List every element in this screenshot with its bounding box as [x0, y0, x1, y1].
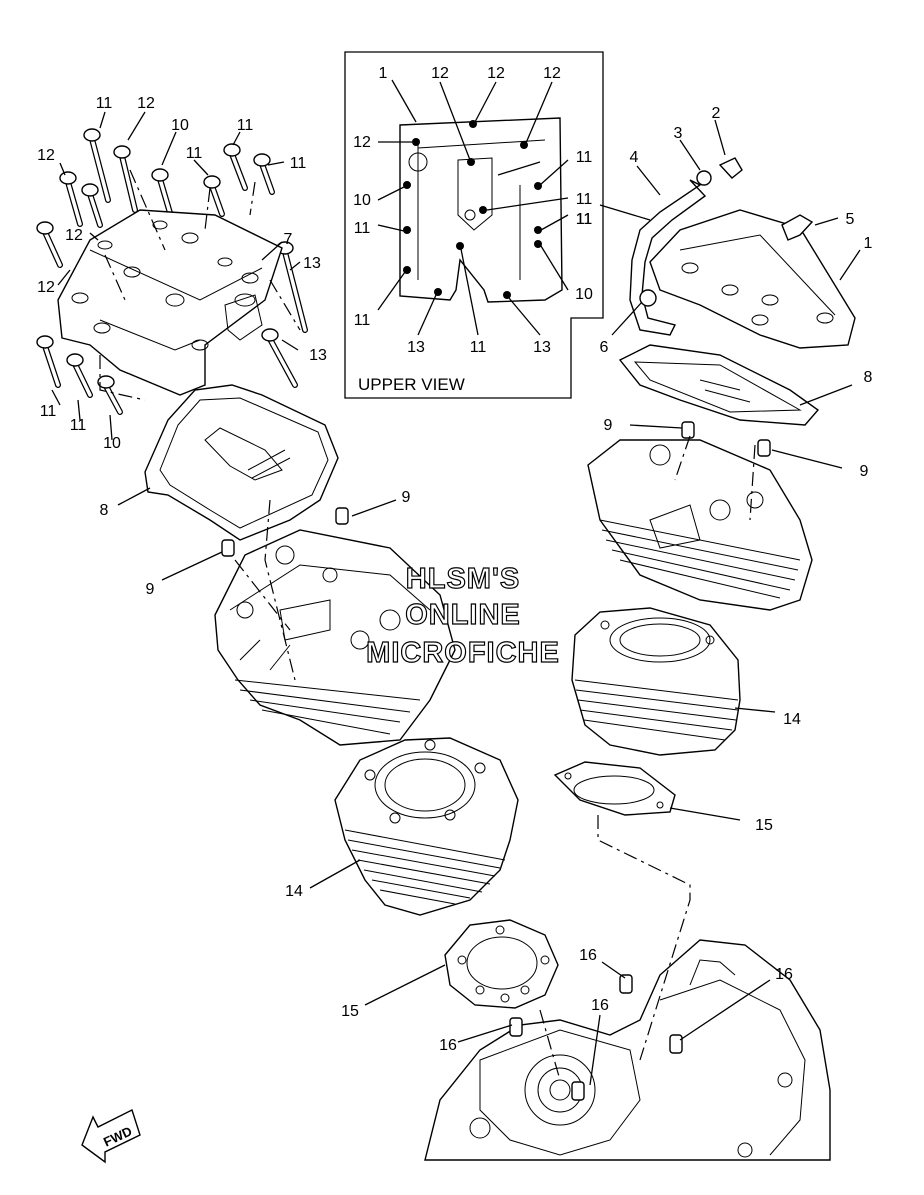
bolt [66, 353, 93, 398]
watermark-line-1: HLSM'S [406, 563, 520, 595]
bolt [276, 241, 308, 333]
callout-c16d: 16 [775, 966, 793, 983]
bolt [261, 328, 298, 388]
callout-c11a: 11 [96, 95, 113, 112]
callout-c16b: 16 [579, 947, 597, 964]
callout-c12d: 12 [37, 279, 55, 296]
upper-view-label-uv12b: 12 [487, 65, 505, 82]
right-dowels [681, 421, 771, 457]
callout-c14a: 14 [285, 883, 303, 900]
callout-c11e: 11 [40, 403, 57, 420]
callout-c8a: 8 [100, 502, 109, 519]
bolt [36, 221, 63, 268]
left-bolts [36, 128, 308, 415]
left-valve-cover [57, 209, 283, 396]
callout-c9b: 9 [402, 489, 411, 506]
upper-view-label-uv11g: 11 [470, 339, 487, 356]
bolt [81, 183, 103, 228]
upper-view-label-uv12c: 12 [543, 65, 561, 82]
callout-c15b: 15 [755, 817, 773, 834]
bolt [83, 128, 111, 203]
upper-view-label-uv10b: 10 [575, 286, 593, 303]
callout-c12c: 12 [65, 227, 83, 244]
callout-c11b: 11 [186, 145, 203, 162]
bolt [97, 375, 123, 415]
bolt [59, 171, 83, 227]
callout-c13a: 13 [303, 255, 321, 272]
bolt [113, 145, 138, 213]
bolt [36, 335, 61, 388]
bolt [223, 143, 248, 191]
callout-c1: 1 [864, 235, 873, 252]
bolt [203, 175, 225, 217]
upper-view-label-uv1: 1 [379, 65, 388, 82]
callout-c8b: 8 [864, 369, 873, 386]
upper-view-label-uv11b: 11 [576, 191, 593, 208]
upper-view-label-uv11d: 11 [576, 211, 593, 228]
callout-c12b: 12 [37, 147, 55, 164]
callout-c11c: 11 [237, 117, 254, 134]
callout-leaders [51, 111, 861, 1086]
upper-view-label-uv10a: 10 [353, 192, 371, 209]
right-cylinder [571, 607, 741, 756]
breather-hose [599, 157, 814, 336]
upper-view-label-uv11c: 11 [354, 220, 371, 237]
right-rocker-gasket [618, 344, 820, 426]
watermark-line-3: MICROFICHE [366, 637, 560, 669]
right-base-gasket [553, 761, 676, 816]
callout-c13b: 13 [309, 347, 327, 364]
watermark-line-2: ONLINE [405, 599, 521, 631]
left-dowels [221, 507, 349, 557]
callout-c15a: 15 [341, 1003, 359, 1020]
left-cylinder [334, 737, 519, 916]
callout-c9a: 9 [146, 581, 155, 598]
forward-arrow: FWD [81, 1109, 141, 1164]
upper-view-label-uv13b: 13 [533, 339, 551, 356]
callout-c11d: 11 [290, 155, 307, 172]
callout-c7: 7 [284, 231, 293, 248]
watermark: HLSM'S ONLINE MICROFICHE [366, 562, 560, 669]
callout-c10b: 10 [103, 435, 121, 452]
left-rocker-gasket [144, 384, 339, 541]
upper-view-inset [344, 51, 604, 399]
upper-view-label-uv11e: 11 [354, 312, 371, 329]
callout-c9c: 9 [604, 417, 613, 434]
left-base-gasket [444, 919, 559, 1009]
upper-view-label-uv12a: 12 [431, 65, 449, 82]
callout-c10a: 10 [171, 117, 189, 134]
upper-view-label-uv11f: 11 [576, 211, 593, 228]
callout-c9d: 9 [860, 463, 869, 480]
callout-c3: 3 [674, 125, 683, 142]
callout-c14b: 14 [783, 711, 801, 728]
callout-c12a: 12 [137, 95, 155, 112]
right-valve-cover [649, 209, 856, 349]
upper-view-caption: UPPER VIEW [358, 375, 465, 394]
upper-view-label-uv13a: 13 [407, 339, 425, 356]
upper-view-label-uv11a: 11 [576, 149, 593, 166]
bolt [253, 153, 275, 195]
callout-c16a: 16 [439, 1037, 457, 1054]
left-cylinder-head [214, 529, 456, 746]
upper-view-label-uv12d: 12 [353, 134, 371, 151]
callout-c2: 2 [712, 105, 721, 122]
right-cylinder-head [587, 439, 813, 611]
crankcase [424, 939, 831, 1161]
assembly-lines [99, 355, 756, 1081]
callout-c11f: 11 [70, 417, 87, 434]
callout-c4: 4 [630, 149, 639, 166]
callout-c5: 5 [846, 211, 855, 228]
callout-c16c: 16 [591, 997, 609, 1014]
callout-c6: 6 [600, 339, 609, 356]
